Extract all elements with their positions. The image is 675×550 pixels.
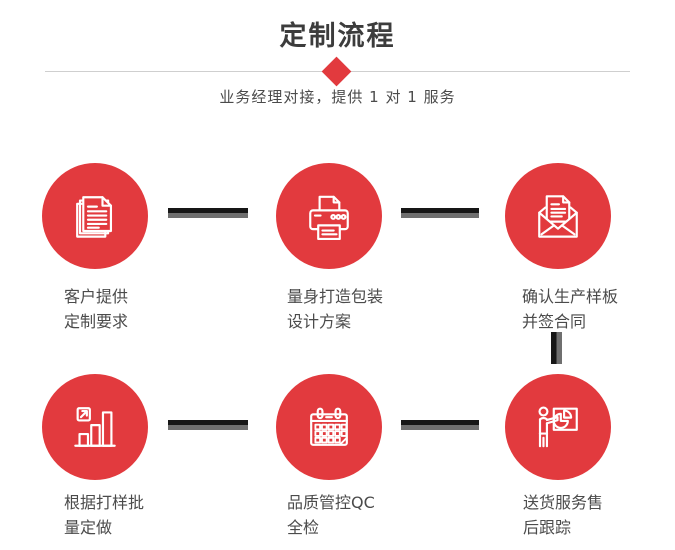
step-confirm-sample-contract: 确认生产样板 并签合同 [505,163,665,353]
diamond-icon [321,56,352,87]
step-circle [505,163,611,269]
step-label-line2: 量定做 [64,518,113,537]
step-circle [276,374,382,480]
step-label: 量身打造包装 设计方案 [287,284,383,334]
step-label-line1: 确认生产样板 [522,287,619,306]
step-label-line2: 后跟踪 [523,518,572,537]
connector-step1-step2 [168,208,248,218]
step-label-line2: 并签合同 [522,312,587,331]
subtitle: 业务经理对接，提供 1 对 1 服务 [219,88,456,106]
step-circle [42,374,148,480]
documents-icon [76,196,113,238]
step-label-line1: 量身打造包装 [287,287,384,306]
step-label: 客户提供 定制要求 [64,284,128,334]
step-label-line1: 根据打样批 [64,493,145,512]
step-label-line2: 全检 [287,518,320,537]
step-label-line1: 品质管控QC [287,493,375,512]
page-title: 定制流程 [279,21,396,52]
printer-icon [309,195,349,241]
connector-step5-step6 [401,420,479,430]
connector-step2-step3 [401,208,479,218]
step-label-line2: 定制要求 [64,312,129,331]
step-delivery-aftersales: 送货服务售 后跟踪 [505,374,665,550]
step-packaging-design: 量身打造包装 设计方案 [276,163,436,353]
calendar-icon [310,407,348,446]
step-label: 根据打样批 量定做 [64,490,144,540]
step-label: 送货服务售 后跟踪 [523,490,603,540]
step-label-line1: 送货服务售 [523,493,604,512]
connector-step4-step5 [168,420,248,430]
step-circle [42,163,148,269]
step-qc-inspection: 品质管控QC 全检 [276,374,436,550]
step-customer-requirements: 客户提供 定制要求 [42,163,202,353]
step-circle [505,374,611,480]
step-label: 品质管控QC 全检 [287,490,375,540]
envelope-icon [538,195,578,238]
step-batch-production: 根据打样批 量定做 [42,374,202,550]
presentation-icon [538,406,578,448]
step-label-line1: 客户提供 [64,287,129,306]
step-circle [276,163,382,269]
connector-step3-step6 [551,332,562,364]
step-label: 确认生产样板 并签合同 [522,284,618,334]
bar-chart-icon [74,407,116,447]
step-label-line2: 设计方案 [287,312,352,331]
